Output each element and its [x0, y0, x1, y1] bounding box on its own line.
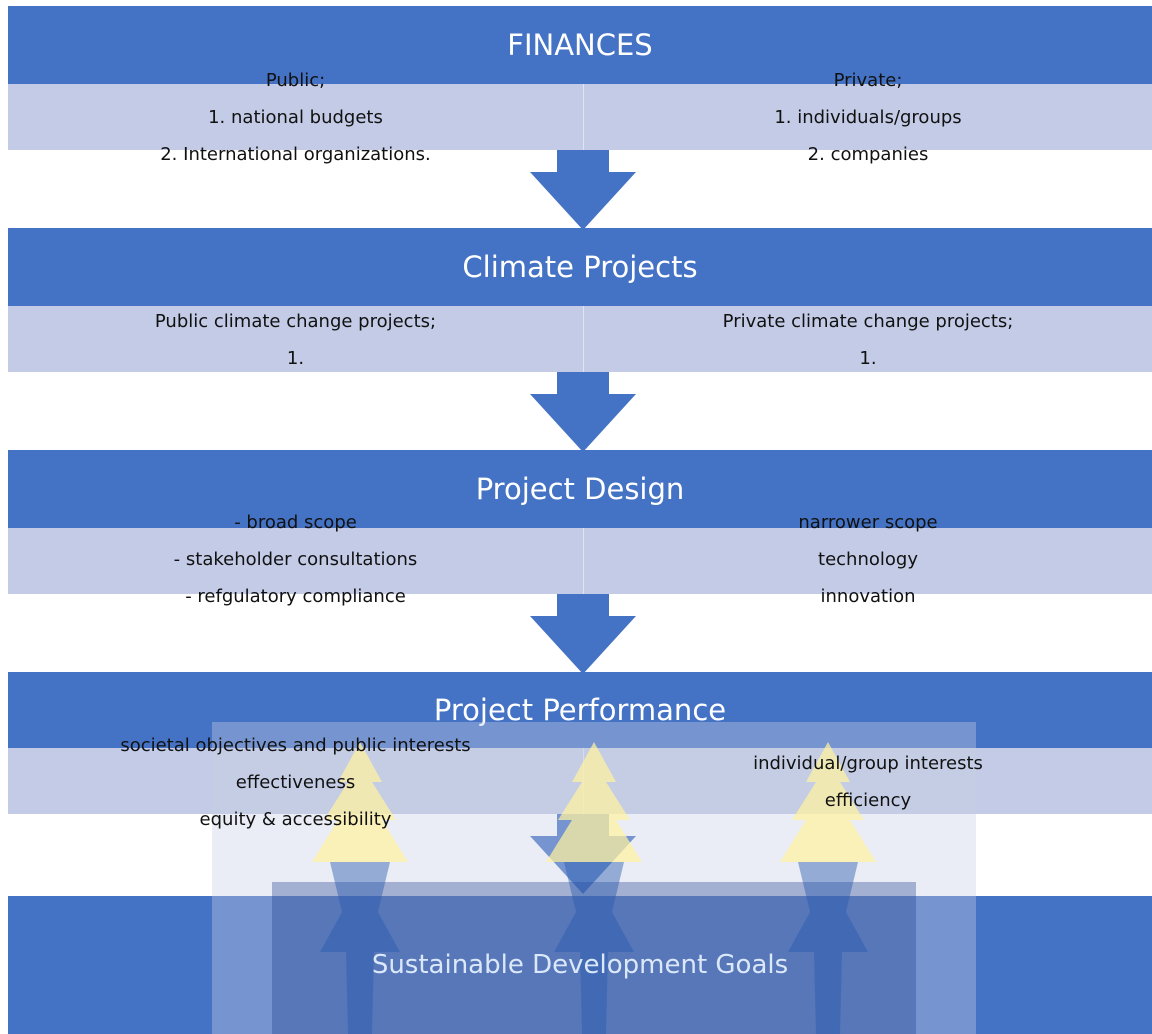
performance-public-line: societal objectives and public interests [120, 735, 471, 756]
finances-private-line: Private; [833, 70, 903, 91]
finances-public-line: Public; [265, 70, 326, 91]
finances-private-column: Private; 1. individuals/groups 2. compan… [584, 62, 1152, 173]
down-arrow-icon [530, 594, 636, 674]
stage-detail-strip-finances [8, 84, 1152, 150]
down-arrow-icon [530, 150, 636, 230]
finances-public-line: 1. national budgets [208, 107, 383, 128]
strip-divider [583, 84, 584, 150]
design-public-column: - broad scope - stakeholder consultation… [8, 504, 583, 615]
finances-public-column: Public; 1. national budgets 2. Internati… [8, 62, 583, 173]
climate-public-line: 1. [286, 348, 305, 369]
climate-public-column: Public climate change projects; 1. [8, 303, 583, 377]
stage-band-project-design: Project Design [8, 450, 1152, 528]
performance-private-line: individual/group interests [753, 753, 983, 774]
stage-title-finances: FINANCES [507, 28, 653, 62]
design-public-line: - refgulatory compliance [185, 586, 406, 607]
performance-public-line: equity & accessibility [199, 809, 392, 830]
performance-public-line: effectiveness [235, 772, 356, 793]
stage-title-project-performance: Project Performance [433, 693, 727, 727]
climate-public-line: Public climate change projects; [154, 311, 437, 332]
stage-band-climate-projects: Climate Projects [8, 228, 1152, 306]
finances-private-line: 2. companies [807, 144, 929, 165]
stage-band-finances: FINANCES [8, 6, 1152, 84]
design-public-line: - stakeholder consultations [173, 549, 418, 570]
stage-detail-strip-project-design [8, 528, 1152, 594]
stage-detail-strip-climate-projects [8, 306, 1152, 372]
university-crest-watermark [212, 722, 976, 1034]
climate-private-line: 1. [859, 348, 877, 369]
performance-private-line: efficiency [824, 790, 912, 811]
performance-private-column: individual/group interests efficiency [584, 745, 1152, 819]
finances-public-line: 2. International organizations. [160, 144, 431, 165]
stage-band-project-performance: Project Performance [8, 672, 1152, 748]
design-private-line: technology [818, 549, 918, 570]
performance-public-column: societal objectives and public interests… [8, 727, 583, 838]
design-public-line: - broad scope [234, 512, 357, 533]
climate-private-column: Private climate change projects; 1. [584, 303, 1152, 377]
design-private-line: narrower scope [798, 512, 938, 533]
strip-divider [583, 306, 584, 372]
finances-private-line: 1. individuals/groups [774, 107, 962, 128]
stage-title-project-design: Project Design [475, 472, 685, 506]
goal-band [8, 896, 1152, 1034]
stage-title-climate-projects: Climate Projects [462, 250, 698, 284]
design-private-line: innovation [820, 586, 916, 607]
strip-divider [583, 528, 584, 594]
down-arrow-icon [530, 372, 636, 452]
design-private-column: narrower scope technology innovation [584, 504, 1152, 615]
climate-private-line: Private climate change projects; [722, 311, 1014, 332]
